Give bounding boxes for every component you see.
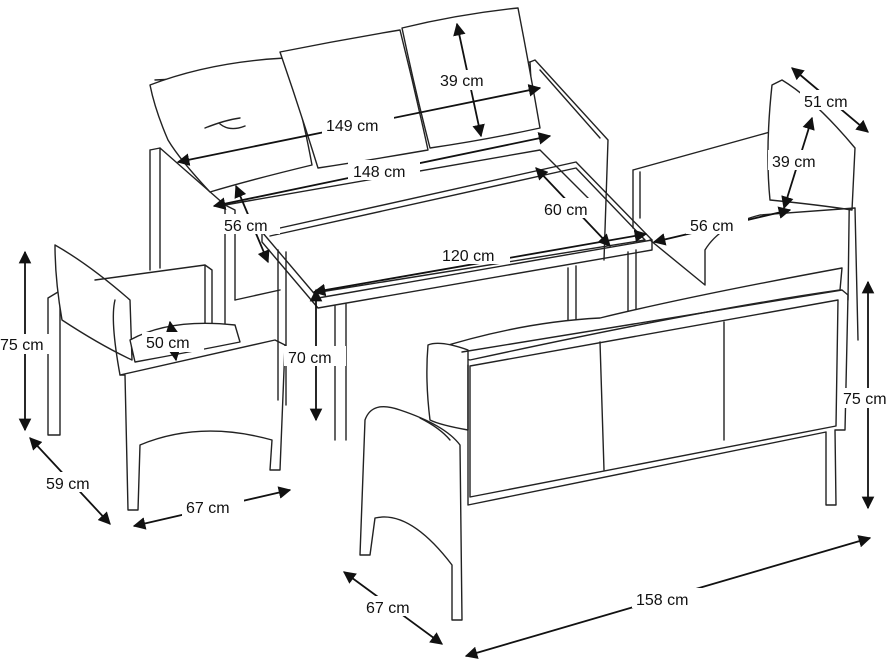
label-armchair-left-height: 75 cm — [0, 337, 44, 354]
label-bench-width: 158 cm — [636, 592, 688, 609]
armchair-left — [47, 244, 286, 511]
label-table-depth: 60 cm — [544, 202, 588, 219]
bench-front — [359, 267, 849, 621]
armchair-left-back-cushion — [54, 244, 133, 361]
label-bench-height: 75 cm — [843, 391, 887, 408]
label-bench-depth: 67 cm — [366, 600, 410, 617]
label-table-width: 120 cm — [442, 248, 494, 265]
label-sofa-cushion-height: 39 cm — [440, 73, 484, 90]
label-armchair-cushion-height: 39 cm — [772, 154, 816, 171]
label-armchair-left-width: 67 cm — [186, 500, 230, 517]
dimension-lines — [18, 22, 875, 659]
label-armchair-back-width: 51 cm — [804, 94, 848, 111]
label-armchair-left-depth: 59 cm — [46, 476, 90, 493]
dimension-labels: 39 cm 149 cm 148 cm 56 cm 51 cm 39 cm 60… — [0, 70, 894, 617]
label-armchair-left-seat-depth: 50 cm — [146, 335, 190, 352]
label-table-height: 70 cm — [288, 350, 332, 367]
label-sofa-width-base: 148 cm — [353, 164, 405, 181]
sofa-back-cushion-left — [149, 57, 313, 193]
label-armchair-right-depth: 56 cm — [690, 218, 734, 235]
label-sofa-width-top: 149 cm — [326, 118, 378, 135]
label-sofa-depth: 56 cm — [224, 218, 268, 235]
